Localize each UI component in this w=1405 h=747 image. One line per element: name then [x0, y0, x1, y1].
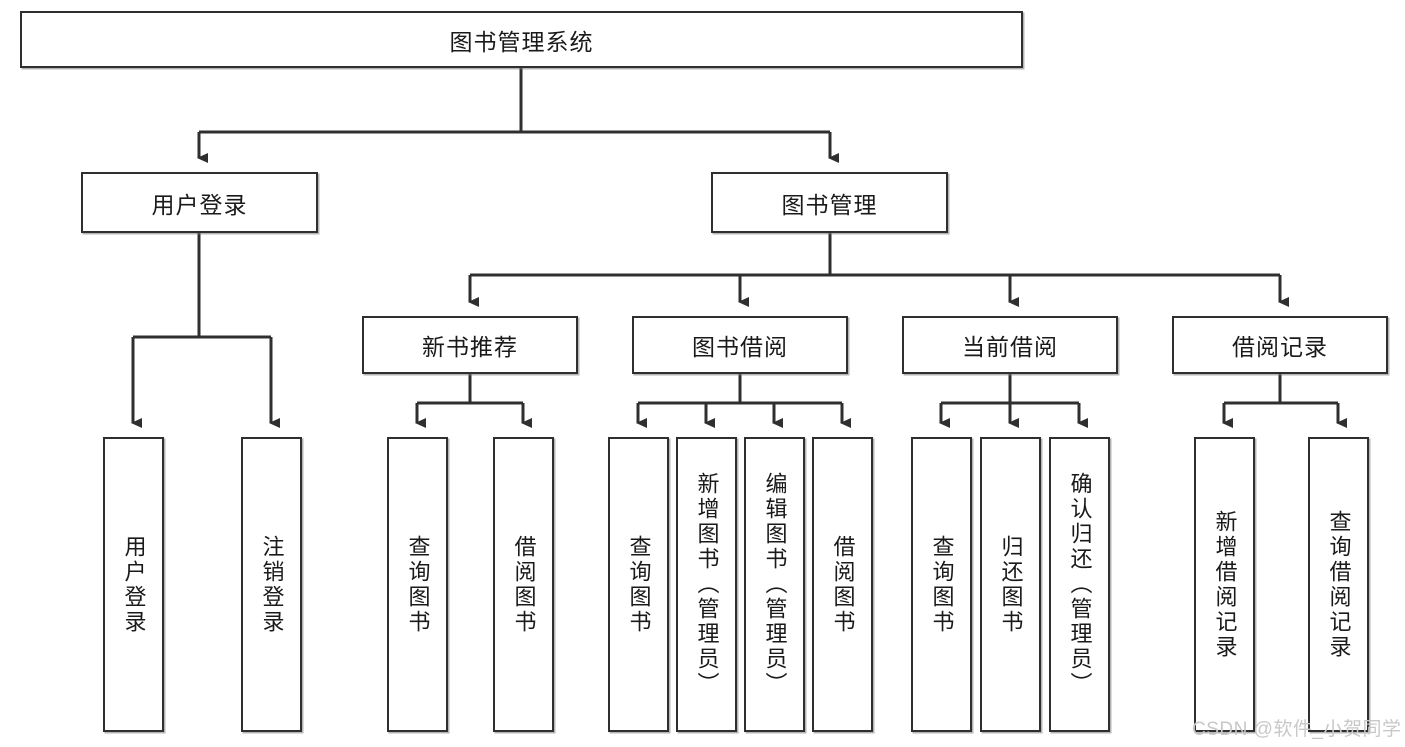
leaf-user-login[interactable]: 用户登录	[103, 437, 164, 732]
leaf-return-book-label: 归还图书	[998, 534, 1024, 635]
connector-group	[131, 68, 1347, 428]
node-book-management-label: 图书管理	[781, 191, 878, 218]
node-user-login-label: 用户登录	[151, 191, 248, 218]
leaf-query-book-current[interactable]: 查询图书	[911, 437, 972, 732]
leaf-add-book-admin-label: 新增图书（管理员）	[694, 472, 720, 697]
leaf-return-book[interactable]: 归还图书	[980, 437, 1041, 732]
leaf-user-login-label: 用户登录	[121, 534, 147, 635]
node-borrow-record-label: 借阅记录	[1232, 334, 1328, 360]
leaf-query-book-label: 查询图书	[626, 534, 652, 635]
leaf-add-book-admin[interactable]: 新增图书（管理员）	[676, 437, 737, 732]
csdn-watermark: CSDN @软件_小贺同学	[1192, 719, 1402, 740]
node-new-book-recommend[interactable]: 新书推荐	[362, 316, 578, 374]
leaf-edit-book-admin[interactable]: 编辑图书（管理员）	[744, 437, 805, 732]
leaf-borrow-book-new[interactable]: 借阅图书	[493, 437, 554, 732]
leaf-logout[interactable]: 注销登录	[241, 437, 302, 732]
leaf-borrow-book-new-label: 借阅图书	[511, 534, 537, 635]
leaf-query-borrow-record-label: 查询借阅记录	[1326, 509, 1352, 660]
leaf-add-borrow-record[interactable]: 新增借阅记录	[1194, 437, 1255, 732]
node-borrow-record[interactable]: 借阅记录	[1172, 316, 1388, 374]
node-user-login[interactable]: 用户登录	[81, 172, 318, 233]
leaf-borrow-book[interactable]: 借阅图书	[812, 437, 873, 732]
leaf-confirm-return-admin-label: 确认归还（管理员）	[1067, 472, 1093, 697]
leaf-query-book-new[interactable]: 查询图书	[387, 437, 448, 732]
leaf-confirm-return-admin[interactable]: 确认归还（管理员）	[1049, 437, 1110, 732]
leaf-query-borrow-record[interactable]: 查询借阅记录	[1308, 437, 1369, 732]
node-new-book-recommend-label: 新书推荐	[422, 334, 518, 360]
node-root-label: 图书管理系统	[449, 28, 594, 55]
node-book-borrow-label: 图书借阅	[692, 334, 788, 360]
leaf-query-book-current-label: 查询图书	[929, 534, 955, 635]
node-root[interactable]: 图书管理系统	[20, 11, 1023, 68]
node-current-borrow-label: 当前借阅	[962, 334, 1058, 360]
leaf-edit-book-admin-label: 编辑图书（管理员）	[762, 472, 788, 697]
leaf-logout-label: 注销登录	[259, 534, 285, 635]
leaf-add-borrow-record-label: 新增借阅记录	[1212, 509, 1238, 660]
leaf-query-book-new-label: 查询图书	[405, 534, 431, 635]
leaf-query-book[interactable]: 查询图书	[608, 437, 669, 732]
leaf-borrow-book-label: 借阅图书	[830, 534, 856, 635]
node-book-management[interactable]: 图书管理	[711, 172, 948, 233]
node-book-borrow[interactable]: 图书借阅	[632, 316, 848, 374]
node-current-borrow[interactable]: 当前借阅	[902, 316, 1118, 374]
